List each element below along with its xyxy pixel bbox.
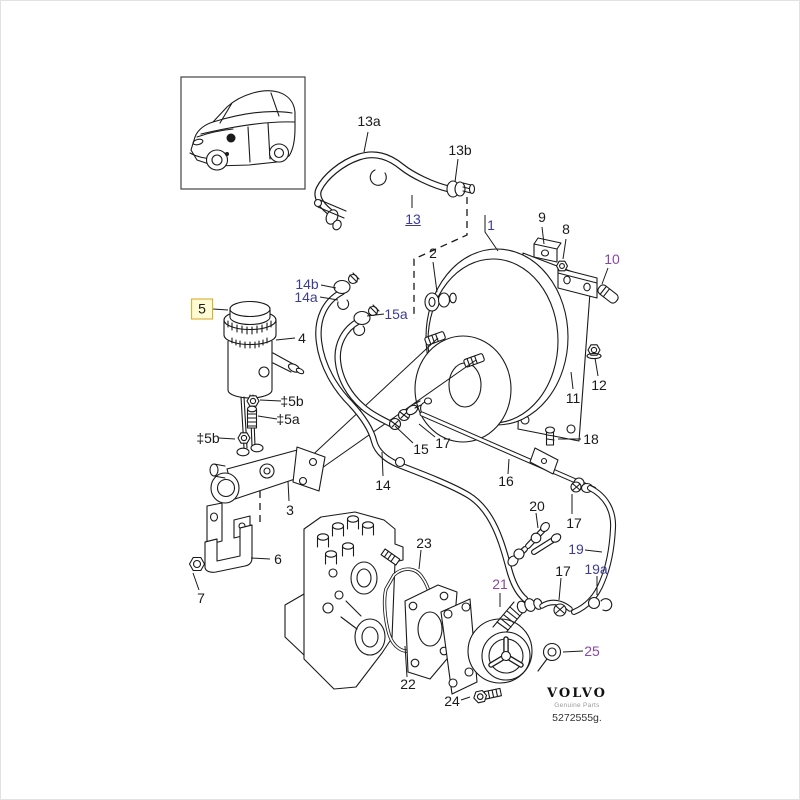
pump-hose-drawing	[539, 599, 573, 617]
nut-5b-lower	[237, 432, 251, 444]
pin-10	[597, 284, 619, 304]
part-label-5b-lower: ‡5b	[196, 430, 220, 446]
nut-5b-upper	[246, 395, 260, 407]
part-label-13a: 13a	[357, 113, 381, 129]
part-label-9: 9	[538, 209, 546, 225]
leader-lines	[192, 131, 609, 701]
part-label-5a: ‡5a	[276, 411, 300, 427]
vacuum-pump-drawing	[440, 598, 543, 695]
part-label-24: 24	[444, 693, 460, 709]
part-label-4: 4	[298, 330, 306, 346]
hose-19-drawing	[570, 481, 617, 615]
part-label-23: 23	[416, 535, 432, 551]
brake-booster-drawing	[414, 248, 569, 443]
part-label-17b: 17	[566, 515, 582, 531]
part-label-13[interactable]: 13	[405, 211, 421, 227]
part-label-21[interactable]: 21	[492, 576, 508, 592]
nut-8	[555, 260, 569, 272]
part-label-17a: 17	[435, 435, 451, 451]
bracket-6-drawing	[188, 502, 253, 573]
part-label-22: 22	[400, 676, 416, 692]
part-label-17c: 17	[555, 563, 571, 579]
reservoir-drawing	[223, 300, 305, 449]
part-label-18: 18	[583, 431, 599, 447]
part-label-3: 3	[286, 502, 294, 518]
part-label-15a[interactable]: 15a	[384, 306, 408, 322]
part-label-14: 14	[375, 477, 391, 493]
part-label-11: 11	[565, 390, 581, 406]
bolt-24-drawing	[473, 687, 502, 704]
part-label-13b: 13b	[448, 142, 472, 158]
nut-12	[587, 344, 601, 356]
pipe-16-drawing	[419, 397, 597, 494]
volvo-logo: VOLVO	[547, 686, 607, 701]
part-label-2: 2	[429, 245, 437, 261]
part-label-5b-upper: ‡5b	[280, 393, 304, 409]
part-label-15: 15	[413, 441, 429, 457]
part-label-14b[interactable]: 14b	[295, 276, 319, 292]
part-label-14a[interactable]: 14a	[294, 289, 318, 305]
part-label-1[interactable]: 1	[487, 217, 495, 233]
part-label-19a[interactable]: 19a	[584, 561, 608, 577]
part-label-6: 6	[274, 551, 282, 567]
part-label-5[interactable]: 5	[191, 298, 213, 320]
brand-block: VOLVO Genuine Parts 5272555g.	[539, 686, 615, 724]
part-label-19[interactable]: 19	[568, 541, 584, 557]
engine-block-drawing	[284, 511, 404, 690]
car-location-thumbnail	[180, 76, 306, 190]
part-label-20: 20	[529, 498, 545, 514]
part-label-10[interactable]: 10	[604, 251, 620, 267]
part-label-25[interactable]: 25	[584, 643, 600, 659]
part-label-16: 16	[498, 473, 514, 489]
part-label-7: 7	[197, 590, 205, 606]
part-location-dot	[226, 133, 236, 143]
nut-7	[188, 556, 206, 572]
assembly-dashed-line-13	[413, 197, 468, 319]
hoses-14-15-drawing	[315, 272, 529, 603]
grommet-25-drawing	[537, 642, 562, 672]
y-connector-20-drawing	[507, 521, 562, 567]
document-number: 5272555g.	[552, 712, 602, 724]
hose-13-drawing	[313, 151, 476, 231]
part-label-12: 12	[591, 377, 607, 393]
master-cylinder-drawing	[209, 443, 326, 504]
stud-5a	[246, 405, 258, 429]
brand-tagline: Genuine Parts	[554, 702, 600, 709]
part-label-8: 8	[562, 221, 570, 237]
